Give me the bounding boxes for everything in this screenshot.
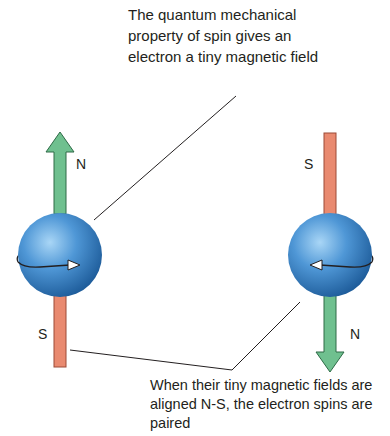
spin-arrow xyxy=(320,262,372,267)
left-electron xyxy=(17,132,102,367)
leader-line xyxy=(94,96,236,220)
pole-label: S xyxy=(38,326,52,342)
spin-arrow xyxy=(18,262,70,267)
spin-arrowhead xyxy=(68,260,80,270)
south-bar xyxy=(54,294,66,367)
south-bar xyxy=(324,133,336,216)
electron-sphere xyxy=(18,213,102,297)
electron-sphere xyxy=(288,213,372,297)
north-arrow xyxy=(46,132,74,214)
pole-label: N xyxy=(350,326,370,342)
north-arrow xyxy=(316,294,344,372)
pole-label: N xyxy=(76,156,96,172)
leader-line xyxy=(232,302,300,370)
callout-text: When their tiny magnetic fields are alig… xyxy=(150,376,384,433)
pole-label: S xyxy=(304,156,318,172)
spin-arrowhead xyxy=(310,260,322,270)
right-electron xyxy=(288,133,373,372)
leader-line xyxy=(70,350,232,370)
callout-text: The quantum mechanical property of spin … xyxy=(128,4,333,67)
